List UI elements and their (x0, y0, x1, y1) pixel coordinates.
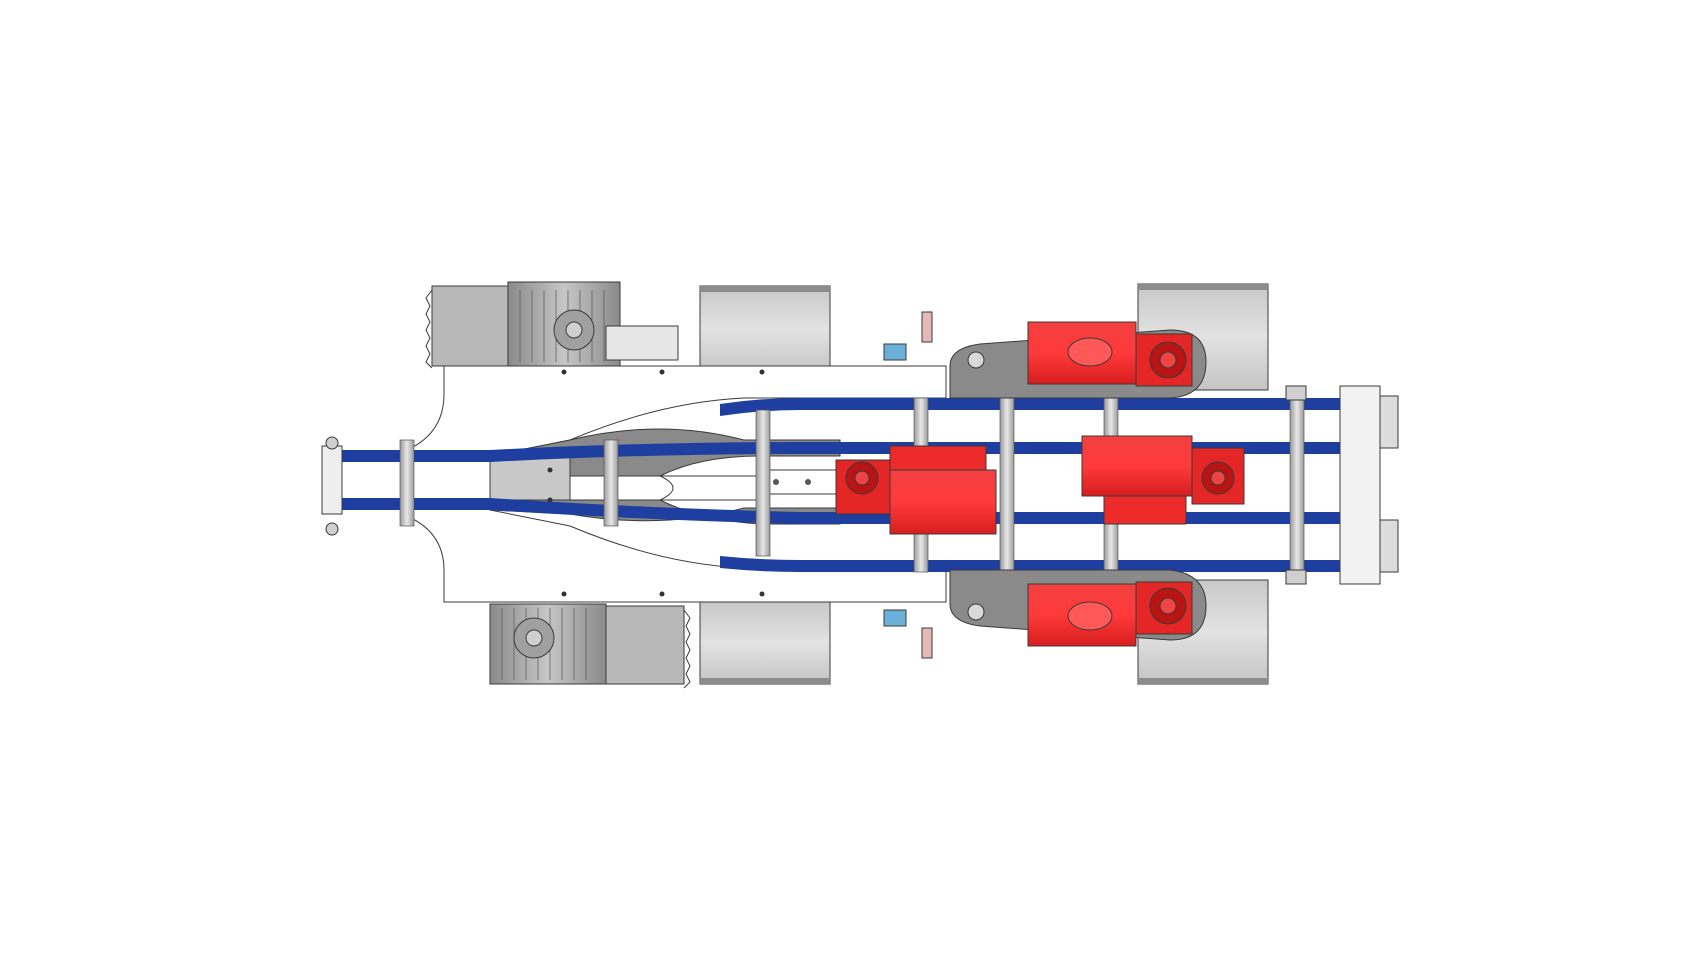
grey-motor-bottom (489, 603, 691, 689)
grey-motor-top (425, 281, 679, 369)
belts (322, 398, 1340, 572)
belt-inner-bottom (322, 498, 1340, 524)
accents (883, 311, 933, 659)
red-motor-bottom (1027, 581, 1193, 647)
left-end-bracket (321, 436, 343, 536)
housing-bottom-left (699, 601, 831, 685)
housing-top-left (699, 285, 831, 375)
frame-bolts (547, 369, 765, 597)
belt-outer-bottom (720, 556, 1340, 572)
red-motor-top (1027, 321, 1193, 387)
belt-outer-top (720, 398, 1340, 416)
red-motor-center-right (1081, 435, 1245, 525)
red-motor-center-left (835, 445, 997, 535)
right-end-bracket (1285, 385, 1399, 585)
